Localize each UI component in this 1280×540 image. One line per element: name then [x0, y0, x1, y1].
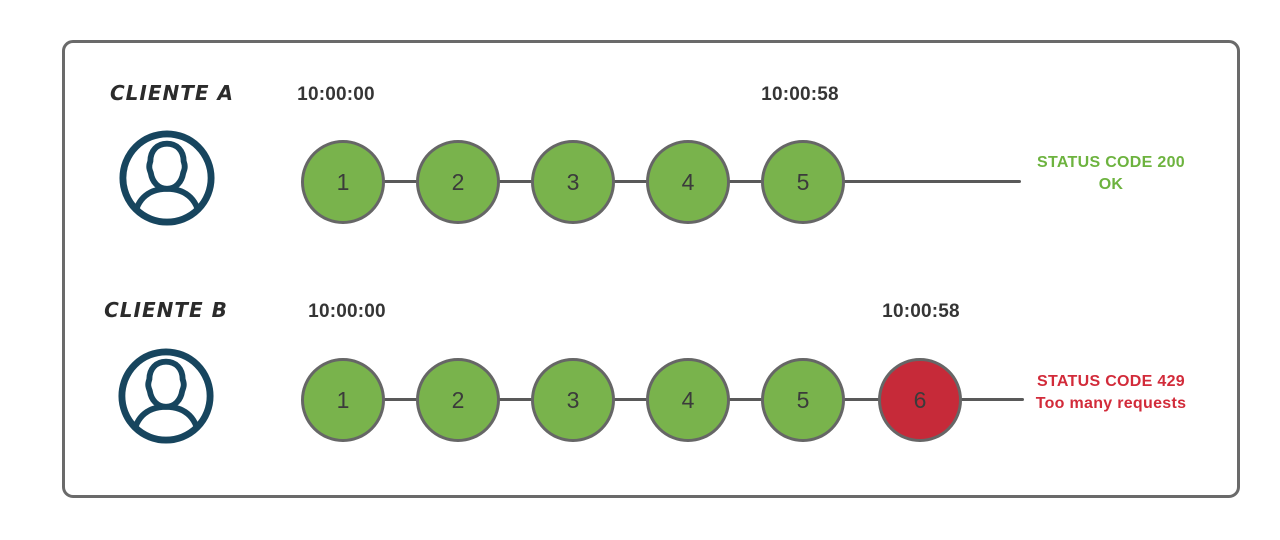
client-b-label: CLIENTE B — [104, 298, 228, 322]
client-b-start-time: 10:00:00 — [308, 301, 386, 322]
request-node: 1 — [301, 140, 385, 224]
request-node: 4 — [646, 140, 730, 224]
client-b-end-time: 10:00:58 — [882, 301, 960, 322]
status-b: STATUS CODE 429 Too many requests — [1023, 371, 1199, 415]
client-a-label: CLIENTE A — [109, 81, 234, 105]
request-node: 4 — [646, 358, 730, 442]
status-a: STATUS CODE 200 OK — [1023, 152, 1199, 196]
request-node-blocked: 6 — [878, 358, 962, 442]
client-a-start-time: 10:00:00 — [297, 84, 375, 105]
user-icon — [119, 130, 215, 226]
status-a-message: OK — [1098, 176, 1124, 193]
user-icon — [118, 348, 214, 444]
status-b-message: Too many requests — [1035, 395, 1187, 412]
request-node: 1 — [301, 358, 385, 442]
request-node: 3 — [531, 140, 615, 224]
status-b-code: STATUS CODE 429 — [1037, 373, 1185, 390]
request-node: 3 — [531, 358, 615, 442]
request-node: 5 — [761, 140, 845, 224]
request-node: 5 — [761, 358, 845, 442]
diagram-frame — [62, 40, 1240, 498]
request-node: 2 — [416, 140, 500, 224]
client-a-end-time: 10:00:58 — [761, 84, 839, 105]
request-node: 2 — [416, 358, 500, 442]
status-a-code: STATUS CODE 200 — [1037, 154, 1185, 171]
